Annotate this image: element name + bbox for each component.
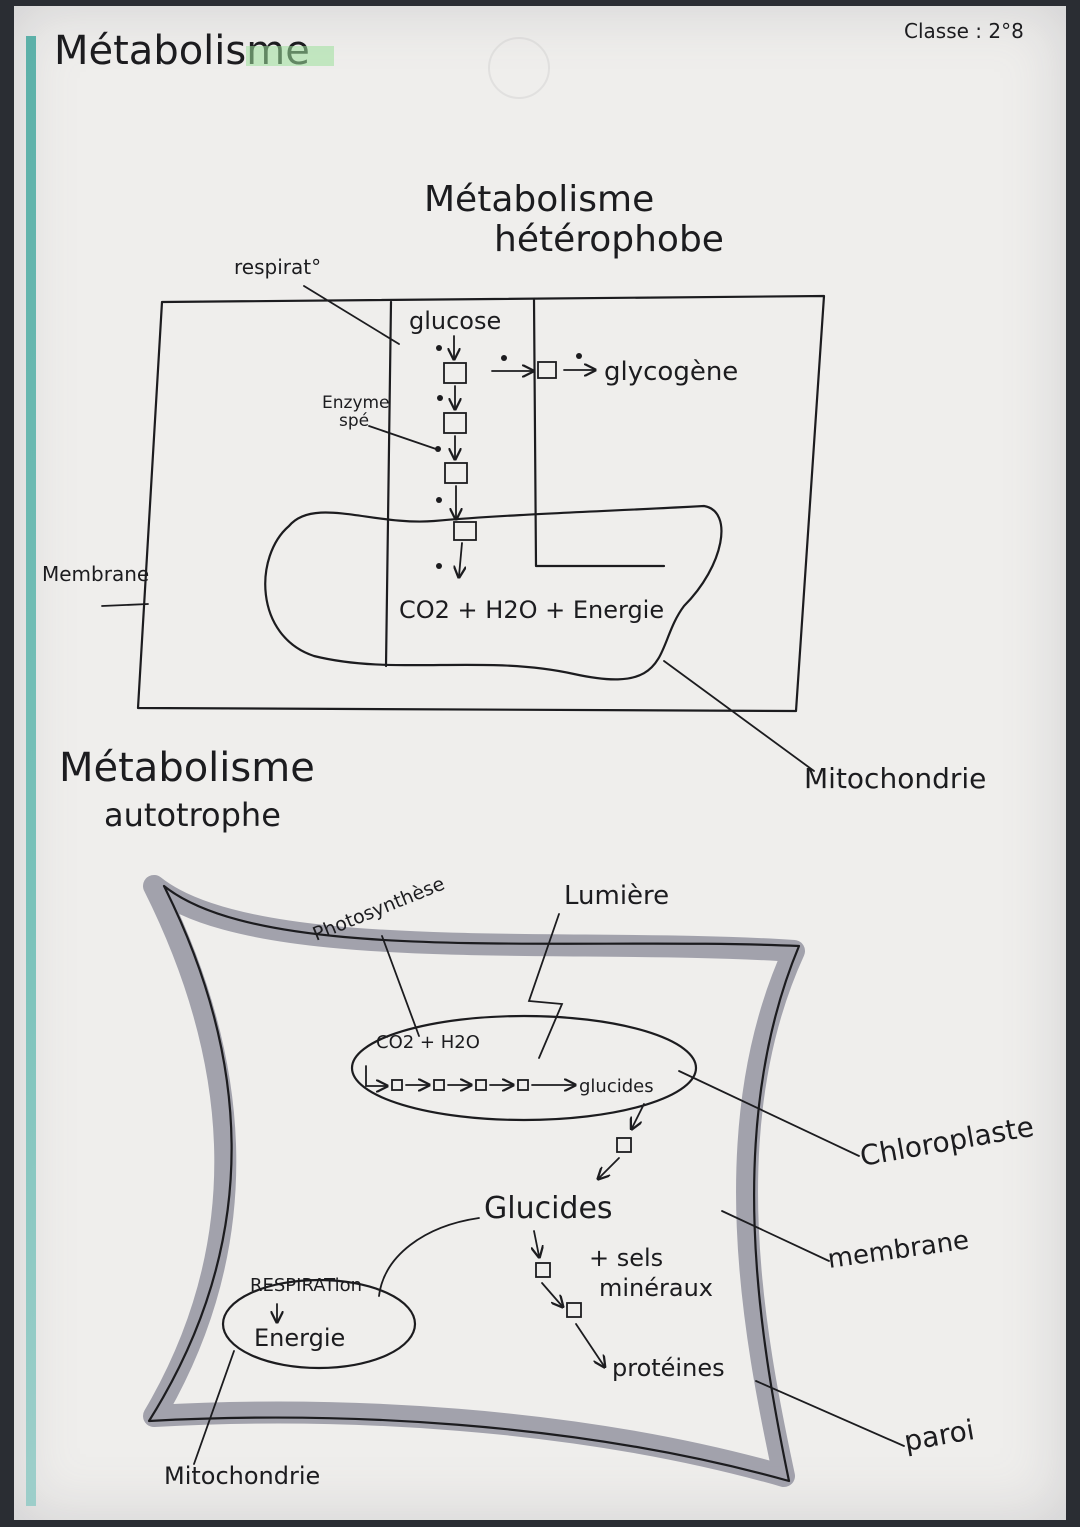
- sels-line1: + sels: [589, 1244, 663, 1272]
- title-highlight: [246, 46, 334, 66]
- cell-membrane-line: [147, 884, 801, 1483]
- membrane-label: Membrane: [42, 562, 149, 586]
- respiration-text: RESPIRATion: [250, 1275, 362, 1296]
- metabolite-box: [453, 521, 477, 541]
- membrane-pointer-auto: [721, 1210, 830, 1262]
- proteines-label: protéines: [612, 1354, 725, 1382]
- enzyme-label-line1: Enzyme: [322, 393, 390, 413]
- glucides-to-respiration-pointer: [378, 1217, 480, 1297]
- auto-heading-line1: Métabolisme: [59, 745, 315, 791]
- chloroplaste-pointer: [678, 1070, 860, 1157]
- paroi-pointer: [755, 1380, 905, 1447]
- pathway-channel-left: [384, 300, 393, 668]
- chloroplaste-label: Chloroplaste: [857, 1110, 1036, 1173]
- inputs-label: CO2 + H2O: [376, 1032, 480, 1053]
- membrane-pointer: [101, 603, 149, 607]
- faint-sun-doodle: [488, 37, 550, 99]
- plant-cell: CO2 + H2O glucides Glucides: [143, 873, 1036, 1490]
- enzyme-label-line2: spé: [339, 411, 369, 431]
- mitochondrie-pointer-auto: [193, 1350, 235, 1465]
- metabolism-diagram: Métabolisme Classe : 2°8 Métabolisme hét…: [42, 19, 1036, 1490]
- membrane-label-auto: membrane: [826, 1225, 971, 1275]
- pathway-channel-right: [532, 297, 666, 568]
- hetero-heading-line2: hétérophobe: [494, 219, 724, 260]
- photosynthesis-chain: [365, 1065, 574, 1090]
- photosynthese-pointer: [381, 935, 420, 1037]
- metabolite-box: [444, 462, 468, 484]
- metabolic-chain: [435, 335, 594, 576]
- hetero-heading-line1: Métabolisme: [424, 179, 654, 220]
- cell-membrane-outline: [136, 294, 826, 713]
- glucides-big-label: Glucides: [484, 1191, 613, 1226]
- chloroplaste-shape: [350, 1014, 698, 1122]
- mitochondrie-shape: [264, 504, 723, 681]
- sels-line2: minéraux: [599, 1274, 713, 1302]
- glucides-small-label: glucides: [579, 1076, 654, 1097]
- cell-wall-paroi: [143, 875, 805, 1487]
- mitochondrie-label-auto: Mitochondrie: [164, 1462, 320, 1490]
- metabolite-box: [443, 362, 467, 384]
- glucose-label: glucose: [409, 307, 501, 335]
- margin-strip: [26, 36, 36, 1506]
- metabolite-box: [537, 361, 557, 379]
- products-label: CO2 + H2O + Energie: [399, 596, 664, 624]
- heterotrophic-cell: glucose: [42, 255, 986, 795]
- lumiere-label: Lumière: [564, 881, 669, 911]
- respiration-pointer: [303, 285, 400, 345]
- metabolite-box: [443, 412, 467, 434]
- energie-text: Energie: [254, 1324, 345, 1352]
- paroi-label: paroi: [901, 1413, 976, 1458]
- notebook-page: Métabolisme Classe : 2°8 Métabolisme hét…: [14, 6, 1066, 1520]
- respiration-label: respirat°: [234, 255, 321, 279]
- glycogene-label: glycogène: [604, 357, 738, 387]
- mitochondrie-label: Mitochondrie: [804, 762, 986, 795]
- mitochondrie-oval: [221, 1278, 417, 1370]
- auto-heading-line2: autotrophe: [104, 796, 281, 834]
- enzyme-pointer: [368, 425, 437, 450]
- glucides-transfer: [599, 1103, 645, 1178]
- protein-synthesis-chain: [534, 1230, 604, 1366]
- mitochondrie-pointer: [663, 660, 815, 772]
- class-label: Classe : 2°8: [904, 19, 1024, 43]
- lumiere-bolt: [527, 913, 564, 1059]
